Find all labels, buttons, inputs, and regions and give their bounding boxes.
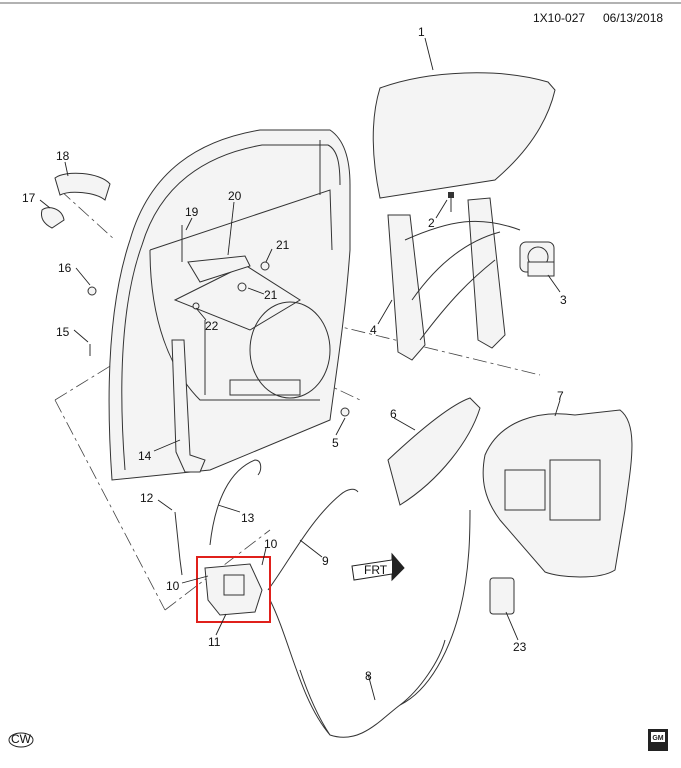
cw-badge: CW bbox=[8, 732, 34, 748]
callout-7: 7 bbox=[557, 389, 564, 403]
callout-16: 16 bbox=[58, 261, 72, 275]
window-regulator bbox=[387, 197, 521, 361]
callout-14: 14 bbox=[138, 449, 152, 463]
callout-3: 3 bbox=[560, 293, 567, 307]
callout-20: 20 bbox=[228, 189, 242, 203]
callout-19: 19 bbox=[185, 205, 199, 219]
window-channel bbox=[171, 339, 206, 473]
callout-10-right: 10 bbox=[264, 537, 278, 551]
bolt-2 bbox=[448, 192, 454, 212]
callout-21-upper: 21 bbox=[276, 238, 290, 252]
callout-22: 22 bbox=[205, 319, 219, 333]
door-lock-actuator bbox=[204, 563, 263, 616]
cable-9 bbox=[267, 488, 359, 591]
callout-15: 15 bbox=[56, 325, 70, 339]
callout-4: 4 bbox=[370, 323, 377, 337]
seal-23 bbox=[489, 577, 515, 615]
callout-labels: 1 2 3 4 5 6 7 8 9 10 10 11 12 13 14 15 1… bbox=[22, 25, 567, 683]
window-motor bbox=[519, 241, 555, 277]
callout-13: 13 bbox=[241, 511, 255, 525]
cable-13 bbox=[209, 459, 262, 546]
front-direction-arrow: FRT bbox=[351, 552, 405, 582]
svg-text:GM: GM bbox=[652, 735, 663, 742]
handle-frame bbox=[187, 255, 251, 283]
outside-handle bbox=[54, 172, 111, 201]
callout-9: 9 bbox=[322, 554, 329, 568]
water-deflector bbox=[387, 397, 481, 506]
highlight-box bbox=[196, 556, 271, 623]
fastener-21a bbox=[260, 261, 270, 271]
wiring-harness bbox=[269, 509, 471, 738]
fastener-5 bbox=[340, 407, 350, 417]
svg-text:FRT: FRT bbox=[364, 563, 388, 577]
callout-11: 11 bbox=[208, 635, 221, 649]
callout-1: 1 bbox=[418, 25, 425, 39]
leader-lines bbox=[39, 37, 561, 701]
fastener-22 bbox=[192, 302, 200, 310]
svg-text:CW: CW bbox=[11, 732, 32, 746]
diagram-id: 1X10-027 bbox=[533, 11, 585, 25]
fastener-16 bbox=[87, 286, 97, 296]
gm-logo: GM bbox=[648, 729, 668, 751]
callout-6: 6 bbox=[390, 407, 397, 421]
fastener-21b bbox=[237, 282, 247, 292]
door-inner-panel bbox=[108, 129, 351, 481]
window-glass bbox=[372, 72, 556, 199]
callout-5: 5 bbox=[332, 436, 339, 450]
door-module-panel bbox=[482, 409, 633, 578]
lock-rod bbox=[174, 511, 183, 576]
callout-2: 2 bbox=[428, 216, 435, 230]
callout-10-left: 10 bbox=[166, 579, 180, 593]
callout-8: 8 bbox=[365, 669, 372, 683]
callout-21-lower: 21 bbox=[264, 288, 278, 302]
callout-23: 23 bbox=[513, 640, 527, 654]
handle-cap bbox=[41, 207, 65, 229]
callout-12: 12 bbox=[140, 491, 154, 505]
callout-17: 17 bbox=[22, 191, 36, 205]
callout-18: 18 bbox=[56, 149, 70, 163]
diagram-date: 06/13/2018 bbox=[603, 11, 663, 25]
